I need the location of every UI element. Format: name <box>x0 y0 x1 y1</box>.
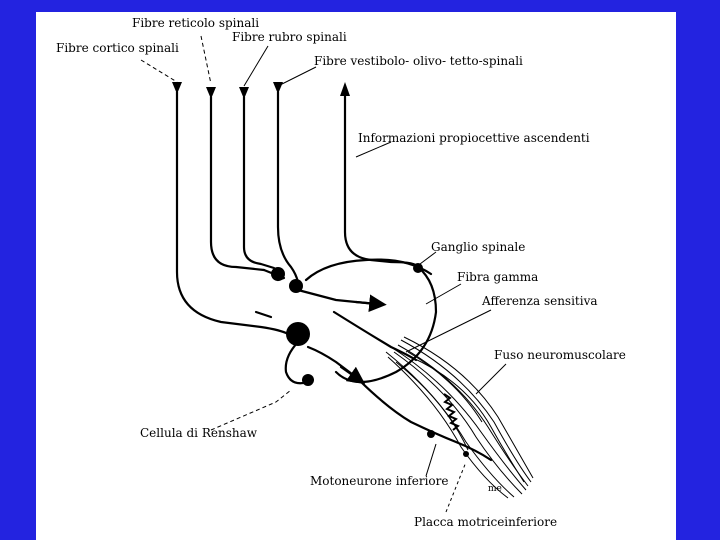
vestibulo-spinal-fiber <box>276 90 300 284</box>
label-fuso-neuromuscolare: Fuso neuromuscolare <box>494 348 626 362</box>
label-placca-motrice: Placca motriceinferiore <box>414 515 558 529</box>
ganglion-arc <box>304 258 433 282</box>
spinal-motor-circuit-diagram <box>140 35 534 513</box>
label-fibre-reticolo-spinali: Fibre reticolo spinali <box>132 16 260 30</box>
label-leaders <box>140 35 507 513</box>
interneuron <box>289 279 303 293</box>
reticulo-spinal-fiber <box>209 95 266 272</box>
label-cellula-di-renshaw: Cellula di Renshaw <box>140 426 258 440</box>
label-fibre-vestibolo: Fibre vestibolo- olivo- tetto-spinali <box>314 54 523 68</box>
ascending-proprioceptive-fiber <box>343 85 420 269</box>
label-fibra-gamma: Fibra gamma <box>457 270 539 284</box>
label-motoneurone-inferiore: Motoneurone inferiore <box>310 474 449 488</box>
label-fibre-rubro-spinali: Fibre rubro spinali <box>232 30 347 44</box>
ganglion-cell <box>413 263 423 273</box>
sensory-afferent-arc <box>334 265 438 383</box>
label-muscle-mark: me <box>488 484 502 494</box>
label-informazioni-propiocettive: Informazioni propiocettive ascendenti <box>358 131 590 145</box>
label-afferenza-sensitiva: Afferenza sensitiva <box>482 294 598 308</box>
alpha-motoneuron <box>286 322 310 346</box>
spindle-coil <box>443 393 460 431</box>
renshaw-cell <box>302 374 314 386</box>
alpha-motoneuron-axon <box>306 345 358 379</box>
neuromuscular-spindle <box>385 336 534 499</box>
cortico-spinal-fiber <box>175 90 290 336</box>
motor-end-plate <box>427 430 435 438</box>
slide: Fibre reticolo spinali Fibre rubro spina… <box>36 12 676 540</box>
gamma-motoneuron <box>271 267 285 281</box>
renshaw-loop <box>284 340 310 385</box>
label-fibre-cortico-spinali: Fibre cortico spinali <box>56 41 179 55</box>
label-ganglio-spinale: Ganglio spinale <box>431 240 526 254</box>
afferent-to-spindle <box>332 310 418 362</box>
rubro-spinal-fiber <box>242 95 276 270</box>
